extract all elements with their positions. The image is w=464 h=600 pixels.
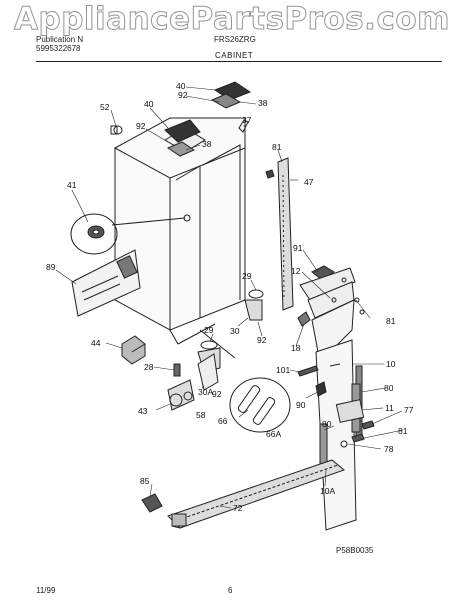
callout-41: 41 — [67, 180, 77, 190]
part-44-bracket — [121, 335, 146, 365]
part-52-bumper — [110, 125, 123, 135]
lower-hinge-hardware — [335, 399, 375, 448]
part-43-roller-assembly — [167, 363, 195, 411]
callout-47: 47 — [304, 177, 314, 187]
callout-101: 101 — [276, 365, 290, 375]
callout-81: 81 — [272, 142, 282, 152]
callout-81: 81 — [398, 426, 408, 436]
callout-77: 77 — [404, 405, 414, 415]
part-89-panel — [71, 249, 141, 317]
part-37 — [238, 119, 249, 133]
callout-80: 80 — [384, 383, 394, 393]
callout-85: 85 — [140, 476, 150, 486]
part-47-rail — [265, 157, 294, 311]
callout-58: 58 — [196, 410, 206, 420]
callout-92: 92 — [178, 90, 188, 100]
callout-90: 90 — [296, 400, 306, 410]
callout-30: 30 — [230, 326, 240, 336]
part-30A-bracket — [197, 353, 219, 391]
callout-92: 92 — [257, 335, 267, 345]
callout-10A: 10A — [320, 486, 335, 496]
callout-38: 38 — [258, 98, 268, 108]
callout-30A: 30A — [198, 387, 213, 397]
page-number: 6 — [228, 586, 233, 595]
part-85-clip — [141, 493, 163, 513]
callout-78: 78 — [384, 444, 394, 454]
callout-28: 28 — [144, 362, 154, 372]
part-66-detail — [199, 329, 291, 433]
publication-label: Publication N — [36, 35, 84, 44]
callout-91: 91 — [293, 243, 303, 253]
callout-40: 40 — [144, 99, 154, 109]
part-29-upper — [244, 289, 264, 321]
callout-80: 80 — [322, 419, 332, 429]
callout-18: 18 — [291, 343, 301, 353]
footer-date: 11/99 — [36, 586, 56, 595]
callout-92: 92 — [136, 121, 146, 131]
publication-number: 5995322678 — [36, 44, 81, 53]
section-title: CABINET — [215, 51, 254, 60]
callout-92: 92 — [212, 389, 222, 399]
callout-11: 11 — [385, 403, 394, 413]
header-rule — [36, 61, 442, 62]
figure-id: P58B0035 — [336, 546, 374, 555]
callout-37: 37 — [242, 115, 252, 125]
callout-12: 12 — [291, 266, 301, 276]
callout-89: 89 — [46, 262, 56, 272]
callout-81: 81 — [386, 316, 396, 326]
part-101-strip — [297, 365, 319, 377]
part-12-hinge-bracket — [299, 267, 365, 353]
part-72-toe-grille — [167, 459, 345, 529]
callout-66A: 66A — [266, 429, 281, 439]
leader-lines — [55, 86, 404, 509]
callout-43: 43 — [138, 406, 148, 416]
callout-72: 72 — [233, 503, 243, 513]
watermark: AppliancePartsPros.com — [14, 1, 450, 38]
callout-38: 38 — [202, 139, 212, 149]
callout-29: 29 — [204, 325, 214, 335]
callout-40: 40 — [176, 81, 186, 91]
part-41-roller-detail — [70, 213, 186, 255]
part-18-pin — [297, 311, 311, 327]
callout-66: 66 — [218, 416, 228, 426]
callout-29: 29 — [242, 271, 252, 281]
part-91-clip — [311, 265, 335, 281]
top-hinge-lower — [164, 119, 201, 157]
top-hinge-upper — [210, 81, 252, 109]
callout-44: 44 — [91, 338, 101, 348]
callout-52: 52 — [100, 102, 110, 112]
callout-10: 10 — [386, 359, 396, 369]
model-number: FRS26ZRG — [214, 35, 256, 44]
